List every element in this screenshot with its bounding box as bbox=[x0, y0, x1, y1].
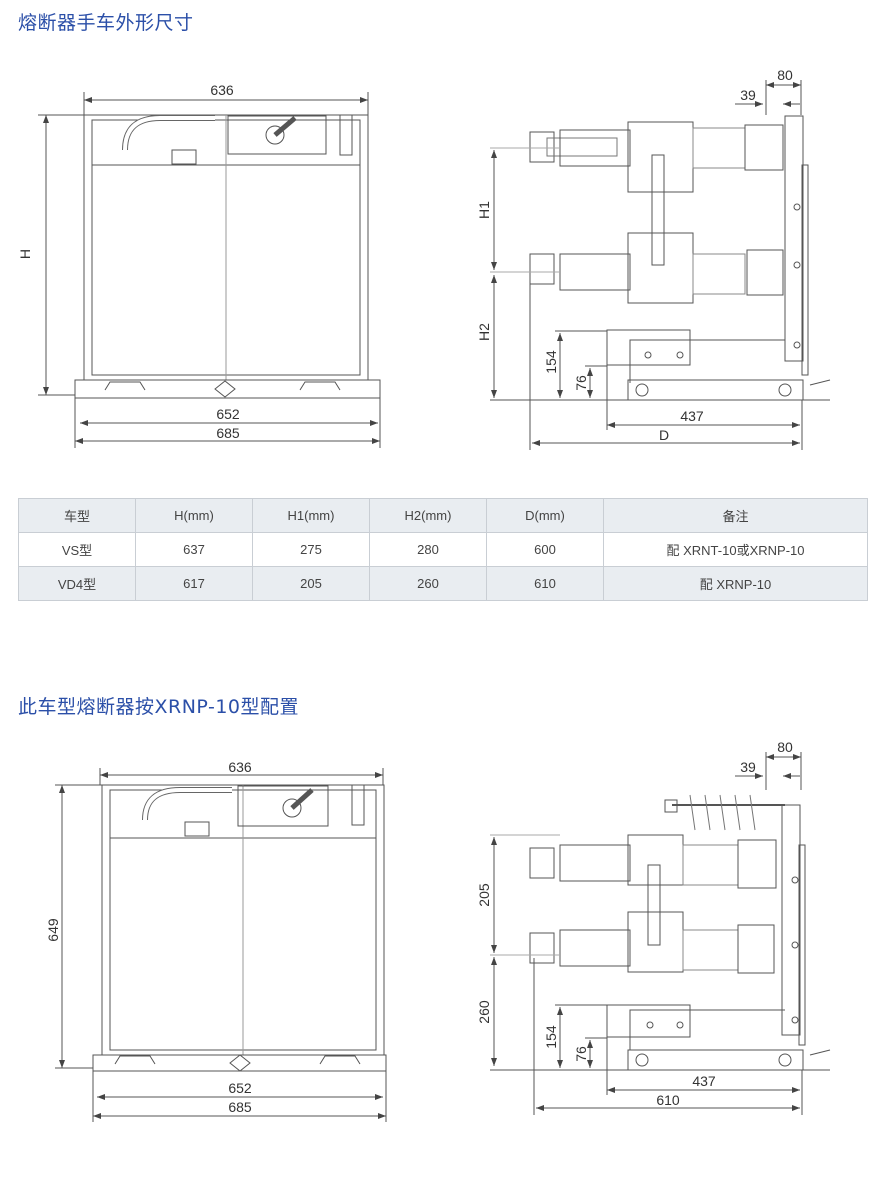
cell-h: 637 bbox=[135, 532, 253, 567]
dim-154: 154 bbox=[543, 1025, 559, 1049]
dim-D: D bbox=[659, 427, 669, 443]
dim-76: 76 bbox=[573, 1046, 589, 1062]
front-view-drawing-1 bbox=[74, 114, 381, 399]
cell-model: VS型 bbox=[18, 532, 136, 567]
cell-remarks: 配 XRNT-10或XRNP-10 bbox=[603, 532, 868, 567]
header-h2: H2(mm) bbox=[369, 498, 487, 533]
dim-437: 437 bbox=[680, 408, 704, 424]
cell-remarks: 配 XRNP-10 bbox=[603, 566, 868, 601]
dim-260: 260 bbox=[476, 1000, 492, 1024]
dimensions-table: 车型 H(mm) H1(mm) H2(mm) D(mm) 备注 VS型 637 … bbox=[18, 498, 868, 601]
front-view-drawing-2 bbox=[92, 784, 387, 1072]
dim-76: 76 bbox=[573, 375, 589, 391]
dim-width-636: 636 bbox=[210, 82, 234, 98]
cell-h1: 275 bbox=[252, 532, 370, 567]
dim-39: 39 bbox=[740, 759, 756, 775]
table-row: VS型 637 275 280 600 配 XRNT-10或XRNP-10 bbox=[18, 532, 868, 567]
dim-80: 80 bbox=[777, 739, 793, 755]
cell-model: VD4型 bbox=[18, 566, 136, 601]
side-view-drawing-1 bbox=[529, 115, 831, 401]
dim-437: 437 bbox=[692, 1073, 716, 1089]
header-model: 车型 bbox=[18, 498, 136, 533]
dim-80: 80 bbox=[777, 67, 793, 83]
dim-width-636: 636 bbox=[228, 759, 252, 775]
dim-H1: H1 bbox=[476, 201, 492, 219]
table-row: VD4型 617 205 260 610 配 XRNP-10 bbox=[18, 566, 868, 601]
dim-width-685: 685 bbox=[216, 425, 240, 441]
header-d: D(mm) bbox=[486, 498, 604, 533]
dim-39: 39 bbox=[740, 87, 756, 103]
cell-d: 610 bbox=[486, 566, 604, 601]
cell-h2: 280 bbox=[369, 532, 487, 567]
dim-154: 154 bbox=[543, 350, 559, 374]
dim-width-685: 685 bbox=[228, 1099, 252, 1115]
side-view-drawing-2 bbox=[529, 794, 831, 1071]
dim-height-649: 649 bbox=[45, 918, 61, 942]
section-title-xrnp-configuration: 此车型熔断器按XRNP-10型配置 bbox=[18, 696, 300, 718]
dim-height-H: H bbox=[17, 249, 33, 259]
cell-h1: 205 bbox=[252, 566, 370, 601]
table-header-row: 车型 H(mm) H1(mm) H2(mm) D(mm) 备注 bbox=[18, 498, 868, 533]
dim-610: 610 bbox=[656, 1092, 680, 1108]
header-remarks: 备注 bbox=[603, 498, 868, 533]
cell-h2: 260 bbox=[369, 566, 487, 601]
side-view-dimensions-1 bbox=[490, 80, 830, 450]
cell-d: 600 bbox=[486, 532, 604, 567]
side-view-dimensions-2 bbox=[490, 752, 830, 1115]
front-view-dimensions-2 bbox=[55, 768, 387, 1122]
dim-width-652: 652 bbox=[228, 1080, 252, 1096]
dim-205: 205 bbox=[476, 883, 492, 907]
front-view-dimensions-1 bbox=[38, 92, 381, 448]
dim-H2: H2 bbox=[476, 323, 492, 341]
header-h1: H1(mm) bbox=[252, 498, 370, 533]
header-h: H(mm) bbox=[135, 498, 253, 533]
cell-h: 617 bbox=[135, 566, 253, 601]
dim-width-652: 652 bbox=[216, 406, 240, 422]
section-title-fuse-truck-dimensions: 熔断器手车外形尺寸 bbox=[18, 12, 194, 34]
